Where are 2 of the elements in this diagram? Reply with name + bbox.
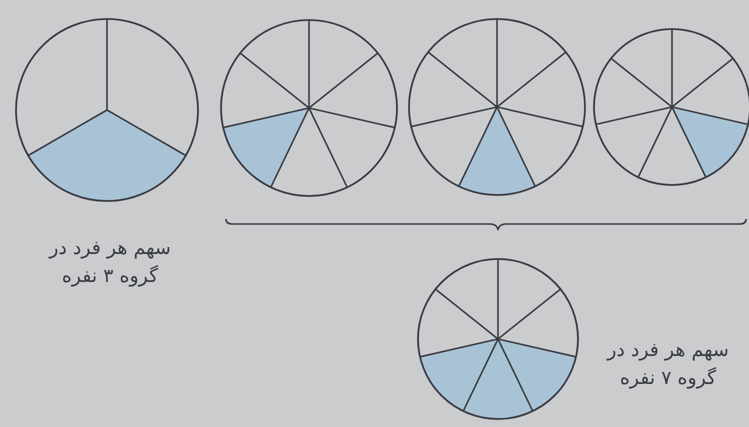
caption-text: سهم هر فرد در گروه ۷ نفره <box>606 338 730 391</box>
caption-text: سهم هر فرد در گروه ۳ نفره <box>48 236 172 289</box>
